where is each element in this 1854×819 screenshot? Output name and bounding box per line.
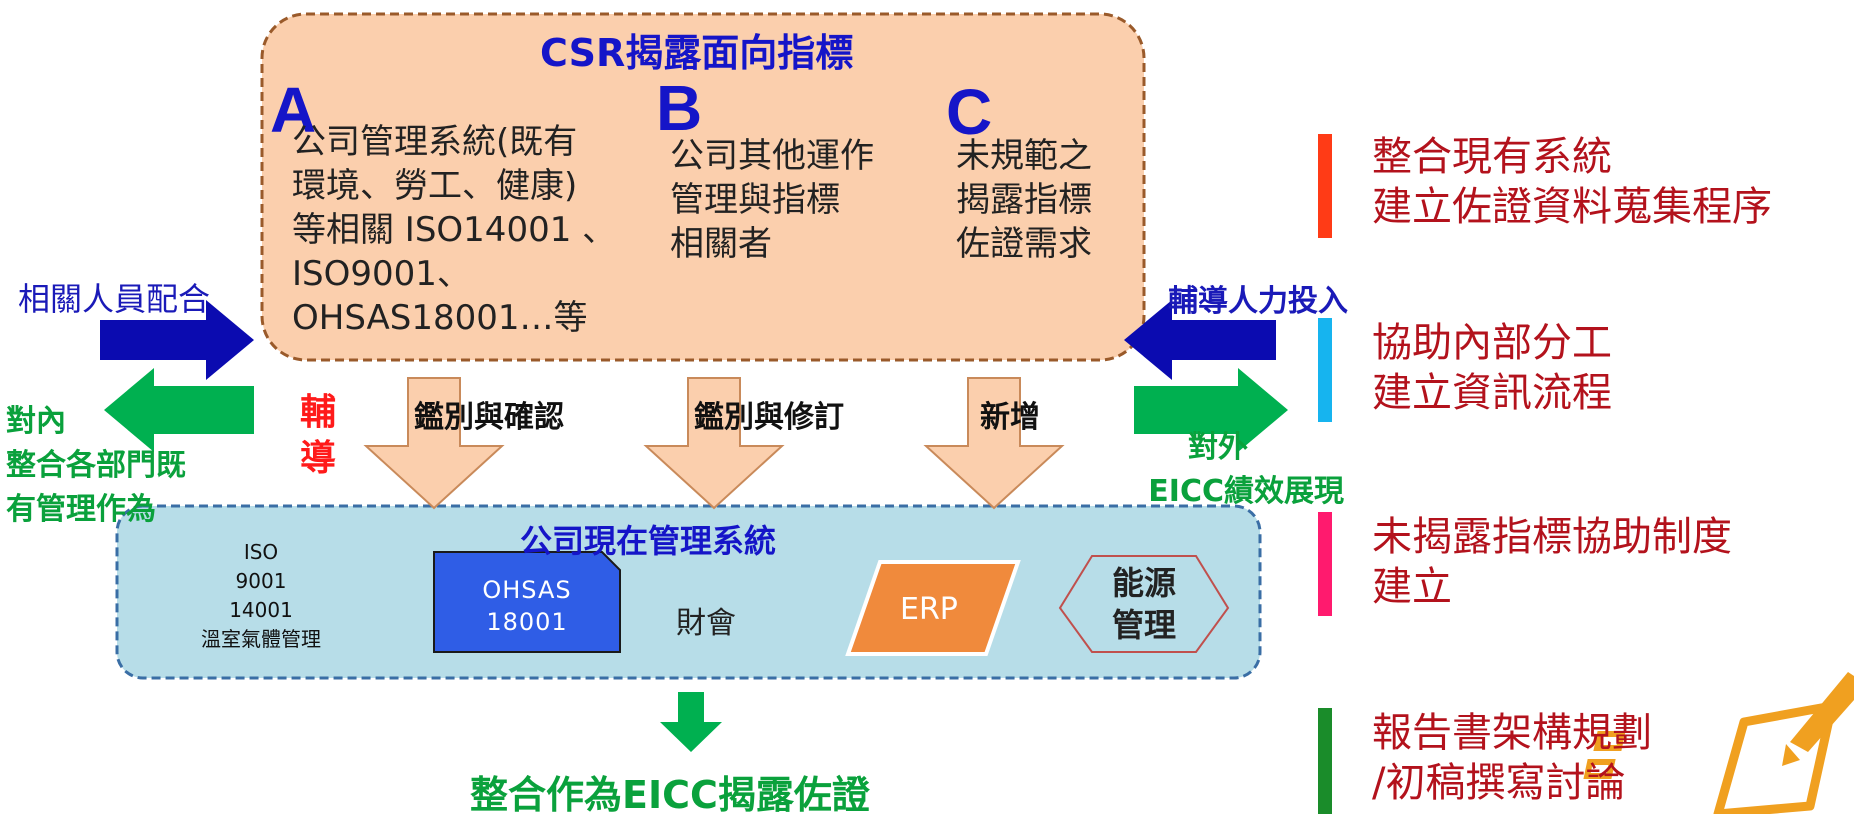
down-arrow-b — [643, 377, 785, 510]
right-item-line: 報告書架構規劃 — [1372, 710, 1652, 756]
column-b-line: 公司其他運作 — [670, 136, 874, 176]
energy-line: 管理 — [1111, 606, 1176, 644]
left-output-label: 對內 整合各部門既 有管理作為 — [6, 400, 186, 532]
column-b-text: 公司其他運作 管理與指標 相關者 — [670, 134, 874, 266]
right-item-4: 報告書架構規劃 /初稿撰寫討論 — [1372, 708, 1652, 808]
column-c-line: 揭露指標 — [956, 180, 1092, 220]
right-bar-2 — [1318, 318, 1332, 422]
guide-char: 導 — [300, 438, 337, 479]
right-item-line: 整合現有系統 — [1372, 134, 1612, 180]
column-c-line: 佐證需求 — [956, 224, 1092, 264]
column-a-letter: A — [270, 74, 317, 146]
column-b-letter: B — [656, 72, 703, 144]
left-input-arrow — [100, 300, 254, 380]
iso-stack: ISO 9001 14001 溫室氣體管理 — [186, 538, 336, 654]
right-item-line: 建立 — [1372, 564, 1452, 610]
iso-line: 溫室氣體管理 — [201, 627, 321, 651]
column-c-letter: C — [946, 76, 993, 148]
csr-box-title: CSR揭露面向指標 — [540, 31, 854, 75]
right-item-line: 建立資訊流程 — [1372, 370, 1612, 416]
arrow-a-label: 鑑別與確認 — [414, 400, 564, 435]
right-item-1: 整合現有系統 建立佐證資料蒐集程序 — [1372, 132, 1772, 232]
bottom-label: 整合作為EICC揭露佐證 — [470, 773, 870, 817]
down-arrow-a — [363, 377, 505, 510]
column-a-line: ISO9001、 — [292, 254, 471, 294]
right-bar-4 — [1318, 708, 1332, 814]
energy-hexagon — [1058, 555, 1230, 653]
left-input-label: 相關人員配合 — [18, 280, 211, 318]
energy-line: 能源 — [1111, 564, 1176, 602]
right-item-3: 未揭露指標協助制度 建立 — [1372, 512, 1732, 612]
guide-char: 輔 — [300, 392, 337, 433]
right-item-2: 協助內部分工 建立資訊流程 — [1372, 318, 1612, 418]
right-output-arrow — [1134, 368, 1288, 452]
right-bar-1 — [1318, 134, 1332, 238]
ohsas-line: OHSAS — [482, 576, 572, 604]
ohsas-line: 18001 — [486, 608, 568, 636]
energy-label: 能源 管理 — [1094, 562, 1194, 646]
iso-line: 9001 — [235, 569, 287, 593]
down-arrow-c — [923, 377, 1065, 510]
erp-shape — [845, 560, 1021, 656]
left-output-line: 整合各部門既 — [6, 448, 186, 483]
iso-line: 14001 — [229, 598, 293, 622]
left-output-line: 有管理作為 — [6, 492, 156, 527]
ohsas-document-shape — [433, 551, 621, 653]
right-output-line: EICC績效展現 — [1148, 474, 1344, 509]
erp-label: ERP — [900, 592, 958, 627]
bottom-down-arrow — [660, 692, 722, 752]
column-b-line: 相關者 — [670, 224, 772, 264]
right-item-line: 協助內部分工 — [1372, 320, 1612, 366]
system-box-title: 公司現在管理系統 — [520, 522, 777, 560]
column-a-text: 公司管理系統(既有 環境、勞工、健康) 等相關 ISO14001 、 ISO90… — [292, 120, 616, 340]
arrow-c-label: 新增 — [980, 400, 1040, 435]
guide-label: 輔 導 — [300, 390, 336, 482]
right-bar-3 — [1318, 512, 1332, 616]
ohsas-label: OHSAS 18001 — [434, 574, 620, 638]
finance-label: 財會 — [676, 606, 736, 641]
column-c-line: 未規範之 — [956, 136, 1092, 176]
column-b-line: 管理與指標 — [670, 180, 840, 220]
column-a-line: 環境、勞工、健康) — [292, 166, 578, 206]
right-item-line: 建立佐證資料蒐集程序 — [1372, 184, 1772, 230]
right-output-label: 對外 EICC績效展現 — [1124, 426, 1344, 514]
column-a-line: 公司管理系統(既有 — [292, 122, 578, 162]
iso-line: ISO — [243, 540, 279, 564]
right-input-arrow — [1124, 300, 1276, 380]
column-a-line: 等相關 ISO14001 、 — [292, 210, 617, 250]
right-output-line: 對外 — [1188, 430, 1248, 465]
right-input-label: 輔導人力投入 — [1168, 284, 1348, 319]
column-c-text: 未規範之 揭露指標 佐證需求 — [956, 134, 1092, 266]
left-output-line: 對內 — [6, 404, 66, 439]
column-a-line: OHSAS18001…等 — [292, 298, 588, 338]
checklist-pencil-icon — [1583, 672, 1854, 814]
left-output-arrow — [104, 368, 254, 452]
csr-indicator-box — [260, 12, 1146, 362]
right-item-line: /初稿撰寫討論 — [1372, 760, 1626, 806]
arrow-b-label: 鑑別與修訂 — [694, 400, 844, 435]
right-item-line: 未揭露指標協助制度 — [1372, 514, 1732, 560]
